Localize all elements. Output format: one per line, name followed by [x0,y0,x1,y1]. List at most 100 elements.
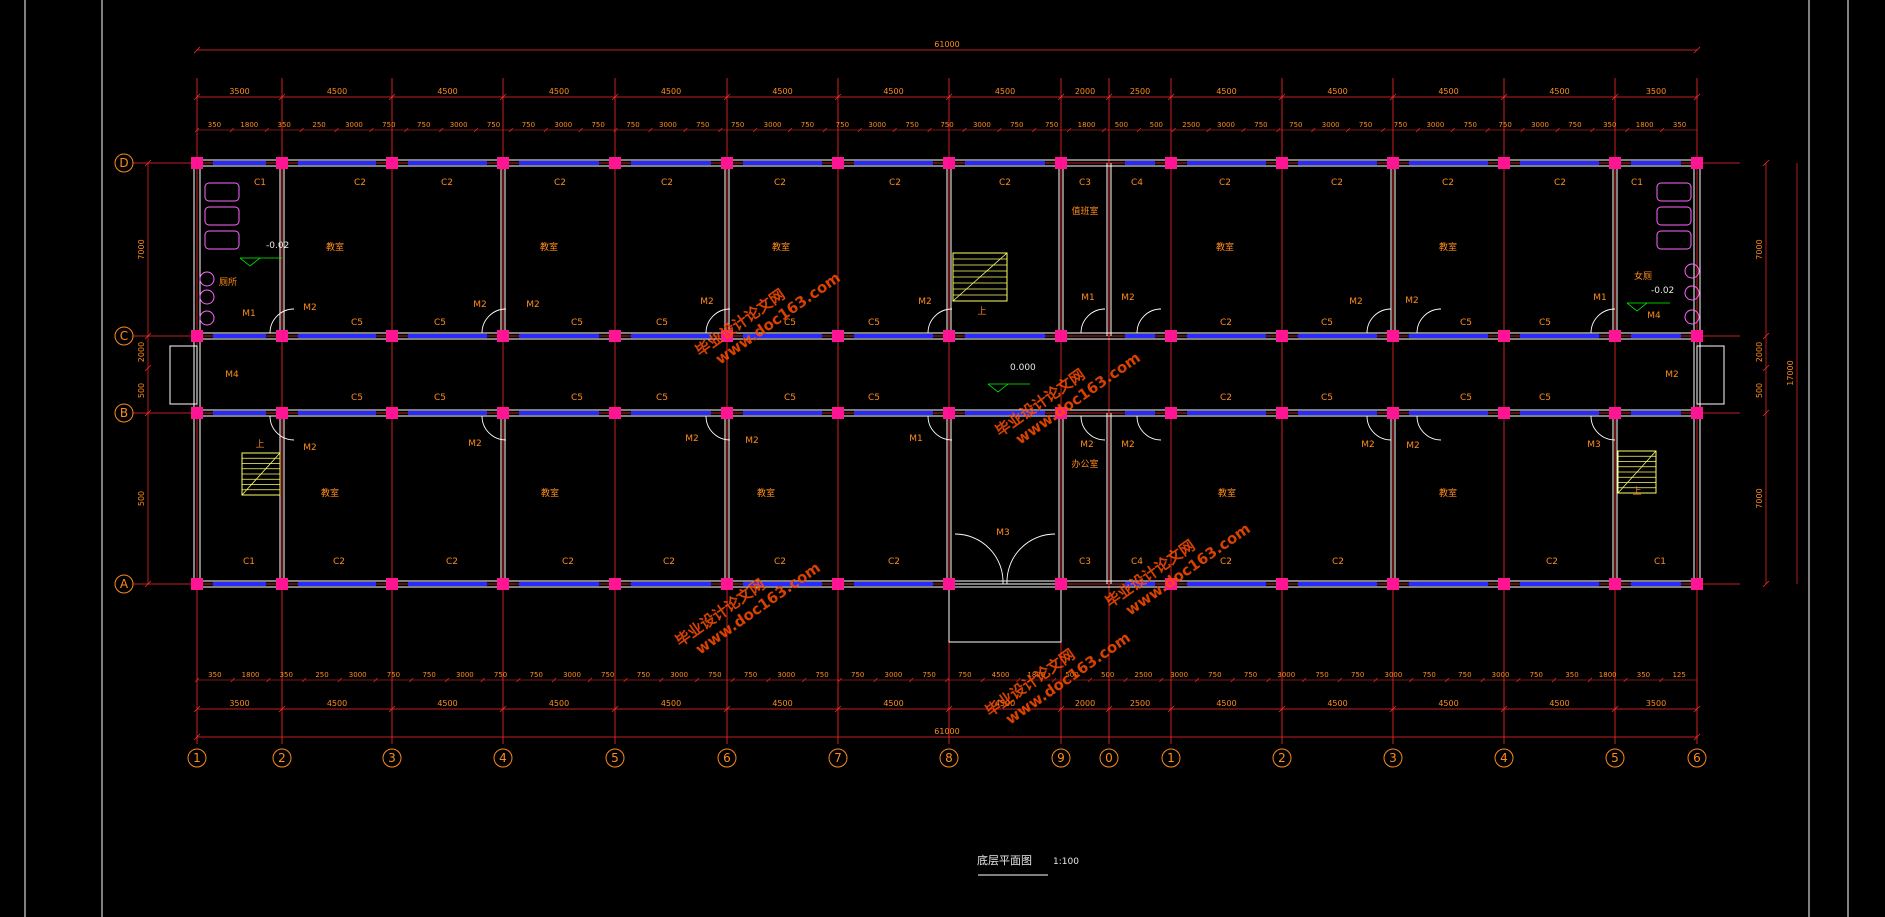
bay-dim-top-label: 4500 [1216,87,1236,96]
opening-dim-top-tick [1031,127,1037,133]
opening-dim-top-label: 750 [591,121,604,129]
column [1165,578,1177,590]
urinal [1684,309,1700,325]
opening-dim-bottom-label: 3000 [777,671,795,679]
opening-dim-bottom-tick [301,677,307,683]
opening-dim-top-label: 750 [382,121,395,129]
column [832,578,844,590]
bay-dim-bottom-label: 4500 [1327,699,1347,708]
stair-up-label: 上 [977,306,986,317]
door-swing [1416,308,1442,334]
window-label: C2 [354,178,366,188]
window-label: C4 [1131,178,1143,188]
axis-bubble-x-label: 4 [499,751,507,765]
opening-dim-bottom-label: 350 [1565,671,1578,679]
drawing-frame [24,0,1849,917]
window-openings [213,161,1681,586]
stair-up-label: 上 [1632,486,1641,497]
column [721,330,733,342]
opening-dim-bottom-tick [1409,677,1414,683]
bay-dim-top-label: 3500 [1646,87,1666,96]
axis-bubble-y-label: C [120,329,128,343]
column [276,407,288,419]
right-dim-label: 2000 [1755,342,1764,362]
bay-dim-bottom-label: 4500 [437,699,457,708]
opening-dim-bottom-label: 750 [1458,671,1471,679]
opening-dim-bottom-tick [194,677,200,683]
opening-dim-top-tick [1101,127,1107,133]
left-dim-label: 500 [137,491,146,506]
opening-dim-bottom-tick [1087,677,1093,683]
opening-dim-bottom-label: 3000 [670,671,688,679]
opening-dim-bottom-tick [480,677,485,683]
column [1276,330,1288,342]
column [191,578,203,590]
column [609,330,621,342]
room-label: 教室 [772,241,790,253]
opening-dim-bottom-label: 750 [494,671,507,679]
opening-dim-top-tick [927,127,932,133]
axis-bubble-x [493,748,513,768]
left-dim-tick [144,159,152,167]
column [276,578,288,590]
window-label: C1 [1631,178,1643,188]
door-swing [1136,415,1162,441]
opening-dim-top-tick [264,127,269,133]
opening-dim-top-tick [648,127,653,133]
column [1165,407,1177,419]
door-label: M1 [1593,293,1607,303]
window-label: C2 [663,557,675,567]
opening-dim-top-label: 750 [1010,121,1023,129]
window-A [1187,582,1266,586]
bay-dim-bottom-label: 4500 [1438,699,1458,708]
column [1276,578,1288,590]
overall-dim-top-tick [193,46,201,54]
door-label: M1 [909,434,923,444]
bay-dim-top-tick [1500,93,1508,101]
bay-dim-top-tick [499,93,507,101]
bay-dim-bottom-tick [1693,705,1701,713]
opening-dim-top-tick [613,127,618,133]
door-label: M3 [1587,440,1601,450]
axis-bubble-x-label: 1 [1167,751,1175,765]
door-swing [927,415,953,441]
stair-up-label: 上 [255,439,264,450]
elevation-label: 0.000 [1010,363,1036,373]
column [276,157,288,169]
opening-dim-top-label: 250 [312,121,325,129]
window-D [1520,161,1599,165]
opening-dim-bottom-tick [730,677,735,683]
column [1387,157,1399,169]
window-label: C5 [784,393,796,403]
window-label: C2 [1442,178,1454,188]
room-label: 教室 [321,487,339,499]
window-label: C2 [446,557,458,567]
window-D [854,161,933,165]
bay-dim-bottom-tick [1167,705,1175,713]
window-D [743,161,822,165]
opening-dim-top-label: 750 [1254,121,1267,129]
column [191,407,203,419]
bay-dim-bottom-label: 2000 [1075,699,1095,708]
window-A [213,582,266,586]
window-label: C5 [1321,393,1333,403]
opening-dim-top-label: 750 [801,121,814,129]
door-label: M1 [1081,293,1095,303]
window-A [1298,582,1377,586]
drawing-title: 底层平面图 [977,853,1032,867]
window-label: C5 [868,318,880,328]
right-dim-tick [1762,159,1770,167]
bay-dim-bottom-tick [1105,705,1113,713]
window-label: C2 [1220,557,1232,567]
bay-dim-bottom-tick [611,705,619,713]
room-label: 教室 [540,241,558,253]
opening-dim-top-tick [1380,127,1386,133]
window-B [213,411,266,415]
axis-bubble-x [187,748,207,768]
column [1498,157,1510,169]
window-C [213,334,266,338]
opening-dim-bottom-label: 750 [708,671,721,679]
window-label: C2 [774,178,786,188]
window-label: C5 [434,318,446,328]
opening-dim-top-label: 750 [1498,121,1511,129]
